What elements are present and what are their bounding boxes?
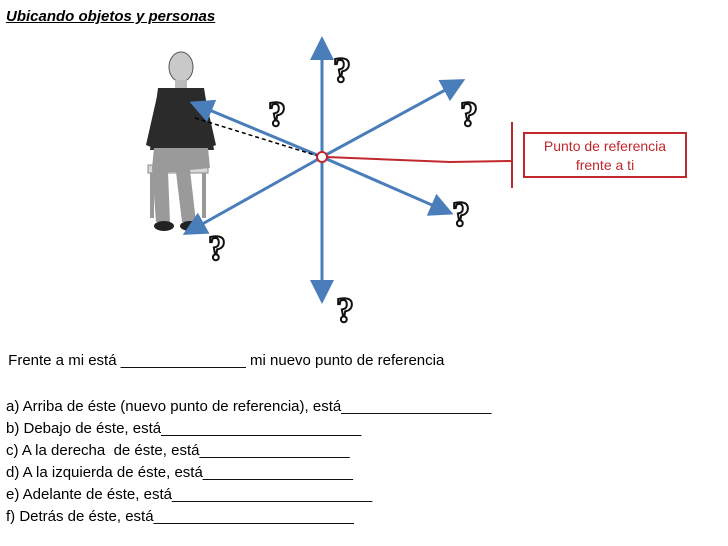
arrow-upper-right	[321, 79, 466, 159]
question-a: a) Arriba de éste (nuevo punto de refere…	[6, 398, 492, 415]
arrow-lower-left	[182, 155, 323, 235]
question-mark-down: ?	[335, 290, 355, 330]
question-f: f) Detrás de éste, está_________________…	[6, 508, 354, 525]
question-mark-lower-left: ?	[207, 228, 227, 268]
question-mark-upper-right: ?	[459, 94, 479, 134]
reference-line1: Punto de referencia	[543, 138, 667, 154]
reference-line	[325, 156, 513, 164]
arrow-lower-right	[321, 155, 454, 216]
prompt-line: Frente a mi está _______________ mi nuev…	[4, 352, 445, 369]
seated-person-image	[146, 51, 216, 231]
dashed-sightline	[194, 117, 319, 157]
question-b: b) Debajo de éste, está_________________…	[6, 420, 362, 437]
arrow-upper-left	[189, 99, 323, 159]
reference-callout: Punto de referencia frente a ti	[523, 132, 687, 178]
question-mark-up: ?	[332, 50, 352, 90]
page-title: Ubicando objetos y personas	[6, 8, 216, 25]
question-c: c) A la derecha de éste, está___________…	[6, 442, 350, 459]
reference-line2: frente a ti	[575, 157, 635, 173]
question-d: d) A la izquierda de éste, está_________…	[6, 464, 353, 481]
question-e: e) Adelante de éste, está_______________…	[6, 486, 373, 503]
question-mark-upper-left: ?	[267, 94, 287, 134]
question-mark-lower-right: ?	[451, 194, 471, 234]
direction-arrows	[182, 36, 466, 304]
center-point	[316, 151, 328, 163]
